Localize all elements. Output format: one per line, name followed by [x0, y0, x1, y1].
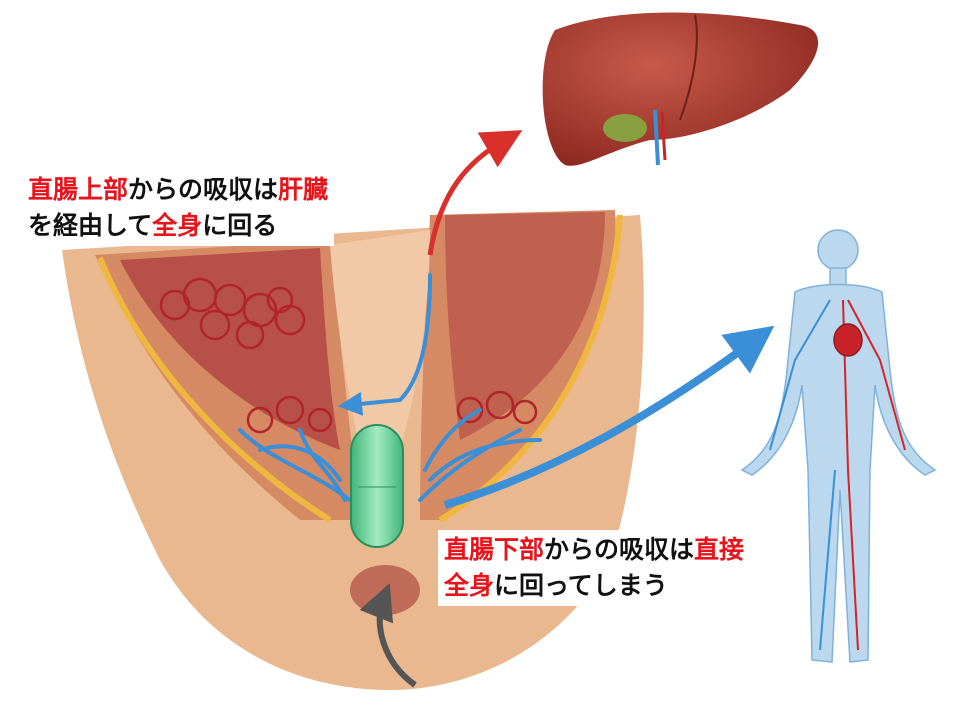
human-body: [740, 229, 937, 663]
arrow-to-body: [443, 325, 775, 509]
upper-rectum-caption: 直腸上部からの吸収は肝臓 を経由して全身に回る: [22, 170, 335, 246]
highlight-text: 直腸上部: [28, 175, 129, 204]
liver: [542, 12, 819, 166]
caption-text: に回る: [202, 211, 278, 240]
arrow-insertion: [359, 583, 417, 688]
caption-line: 直腸下部からの吸収は直接: [444, 532, 744, 568]
rectum-cross-section: [62, 210, 644, 690]
highlight-text: 肝臓: [278, 175, 329, 204]
highlight-text: 全身: [152, 211, 203, 240]
caption-text: からの吸収は: [128, 175, 279, 204]
caption-text: を経由して: [28, 211, 153, 240]
lower-rectum-caption: 直腸下部からの吸収は直接 全身に回ってしまう: [438, 530, 751, 606]
caption-line: 全身に回ってしまう: [444, 568, 744, 604]
caption-line: 直腸上部からの吸収は肝臓: [28, 172, 328, 208]
caption-text: に回ってしまう: [494, 571, 668, 600]
suppository: [350, 424, 404, 548]
caption-line: を経由して全身に回る: [28, 208, 328, 244]
arrow-to-liver: [427, 130, 523, 256]
highlight-text: 全身: [444, 571, 495, 600]
highlight-text: 直接: [694, 535, 745, 564]
caption-text: からの吸収は: [544, 535, 695, 564]
highlight-text: 直腸下部: [444, 535, 545, 564]
